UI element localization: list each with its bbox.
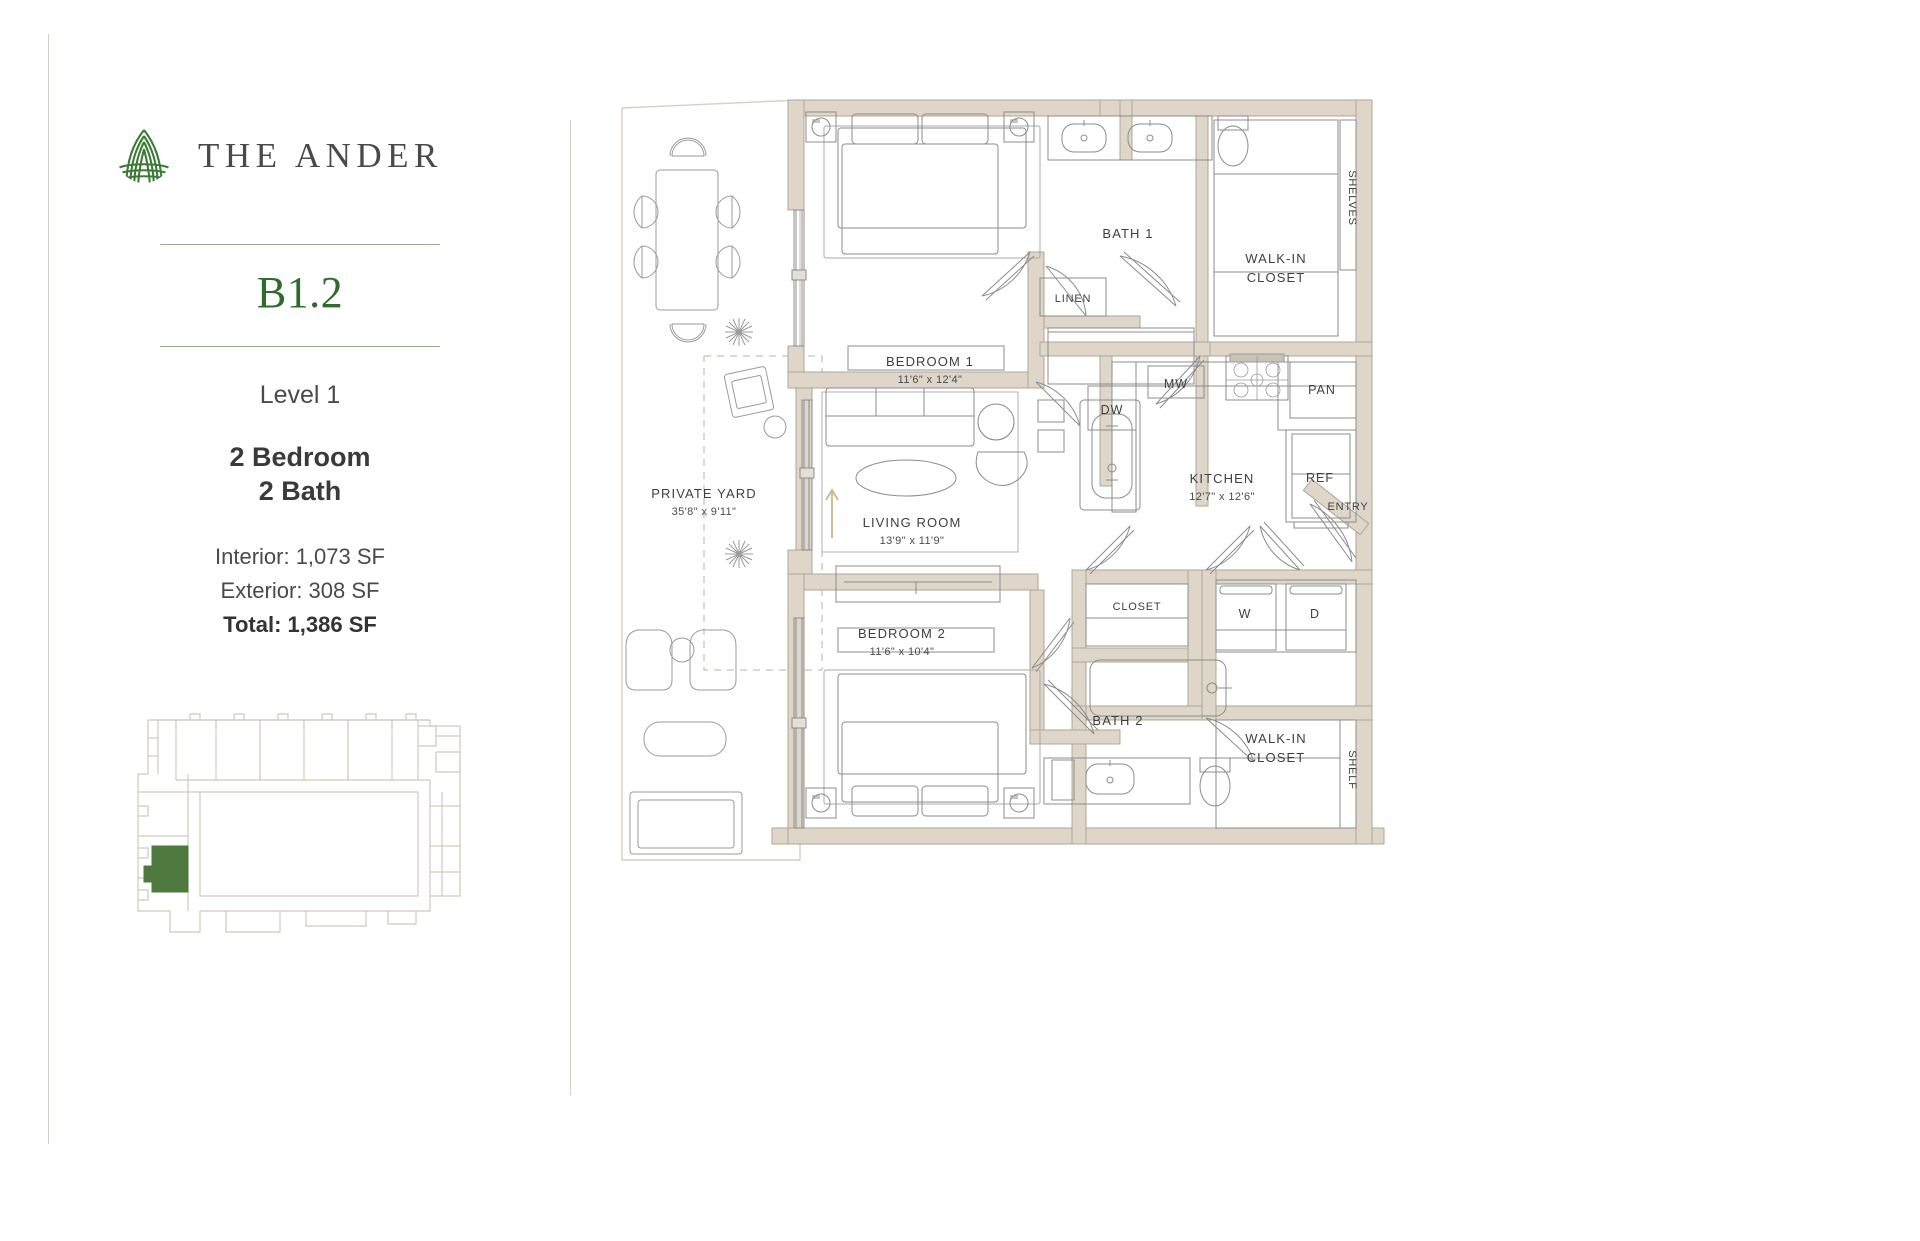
bedroom-2-furniture bbox=[805, 627, 1041, 819]
label-refrigerator: REF bbox=[1306, 471, 1334, 485]
living-room-furniture bbox=[821, 387, 1028, 603]
keyplan-highlighted-unit bbox=[143, 845, 189, 893]
label-shelf: SHELF bbox=[1346, 750, 1358, 789]
sliding-glass-doors bbox=[791, 209, 815, 829]
label-walkin-closet-1-line2: CLOSET bbox=[1247, 270, 1306, 285]
walkin-closet-2-fixtures bbox=[1215, 719, 1357, 829]
label-closet: CLOSET bbox=[1113, 601, 1162, 613]
label-dishwasher: DW bbox=[1101, 403, 1124, 417]
dim-bedroom-2: 11'6" x 10'4" bbox=[870, 646, 935, 658]
ander-leaf-circle-logo-icon bbox=[112, 124, 176, 188]
door-swings bbox=[981, 251, 1357, 763]
room-labels: BEDROOM 1 11'6" x 12'4" BATH 1 WALK-IN C… bbox=[651, 170, 1368, 790]
interior-area: Interior: 1,073 SF bbox=[215, 544, 385, 570]
label-linen: LINEN bbox=[1055, 293, 1091, 305]
label-entry: ENTRY bbox=[1327, 501, 1368, 513]
label-bath-1: BATH 1 bbox=[1102, 226, 1153, 241]
yard-armchairs bbox=[625, 629, 737, 691]
yard-plant-2 bbox=[725, 540, 753, 568]
bath-1-fixtures bbox=[1039, 115, 1249, 385]
center-divider-rule bbox=[570, 120, 571, 1095]
label-walkin-closet-2-line1: WALK-IN bbox=[1245, 731, 1306, 746]
unit-info-panel: THE ANDER B1.2 Level 1 2 Bedroom 2 Bath … bbox=[90, 120, 510, 946]
unit-bed-bath: 2 Bedroom 2 Bath bbox=[90, 440, 510, 508]
unit-bathrooms: 2 Bath bbox=[258, 476, 342, 507]
label-dryer: D bbox=[1310, 607, 1320, 621]
divider-below-unit-name bbox=[160, 346, 440, 347]
unit-walls bbox=[771, 99, 1385, 845]
unit-bedrooms: 2 Bedroom bbox=[229, 442, 371, 472]
total-area: Total: 1,386 SF bbox=[223, 612, 377, 638]
label-kitchen: KITCHEN bbox=[1190, 471, 1255, 486]
brand-lockup: THE ANDER bbox=[90, 120, 510, 192]
walkin-closet-1-fixtures bbox=[1213, 119, 1357, 337]
brand-name: THE ANDER bbox=[198, 136, 443, 175]
yard-entry-arrow bbox=[825, 488, 839, 538]
bath-2-fixtures bbox=[1043, 659, 1232, 807]
label-shelves: SHELVES bbox=[1346, 170, 1358, 226]
yard-lounge-set bbox=[723, 366, 787, 439]
unit-name: B1.2 bbox=[256, 268, 344, 317]
exterior-area: Exterior: 308 SF bbox=[220, 578, 380, 604]
yard-plant-1 bbox=[725, 318, 753, 346]
building-key-plan bbox=[90, 696, 510, 946]
label-walkin-closet-2-line2: CLOSET bbox=[1247, 750, 1306, 765]
label-pantry: PAN bbox=[1308, 383, 1336, 397]
dim-living-room: 13'9" x 11'9" bbox=[880, 535, 945, 547]
label-walkin-closet-1-line1: WALK-IN bbox=[1245, 251, 1306, 266]
yard-dining-set bbox=[633, 137, 741, 343]
dim-private-yard: 35'8" x 9'11" bbox=[672, 506, 737, 518]
yard-coffee-table bbox=[643, 721, 727, 757]
yard-sofa bbox=[629, 791, 743, 855]
label-living-room: LIVING ROOM bbox=[863, 515, 962, 530]
bedroom-1-furniture bbox=[805, 111, 1041, 371]
kitchen-fixtures bbox=[1037, 353, 1357, 529]
unit-areas: Interior: 1,073 SF Exterior: 308 SF Tota… bbox=[90, 540, 510, 642]
divider-above-unit-name bbox=[160, 244, 440, 245]
label-bedroom-1: BEDROOM 1 bbox=[886, 354, 974, 369]
label-private-yard: PRIVATE YARD bbox=[651, 486, 756, 501]
label-washer: W bbox=[1239, 607, 1252, 621]
unit-level: Level 1 bbox=[259, 381, 341, 409]
label-microwave: MW bbox=[1164, 377, 1188, 391]
dim-kitchen: 12'7" x 12'6" bbox=[1189, 491, 1255, 503]
private-yard-area bbox=[621, 99, 823, 861]
left-frame-rule bbox=[48, 34, 49, 1144]
dim-bedroom-1: 11'6" x 12'4" bbox=[898, 374, 963, 386]
label-bedroom-2: BEDROOM 2 bbox=[858, 626, 946, 641]
closet-and-laundry-fixtures bbox=[1085, 579, 1357, 653]
floor-plan-drawing: BEDROOM 1 11'6" x 12'4" BATH 1 WALK-IN C… bbox=[600, 70, 1890, 1080]
label-bath-2: BATH 2 bbox=[1092, 713, 1143, 728]
